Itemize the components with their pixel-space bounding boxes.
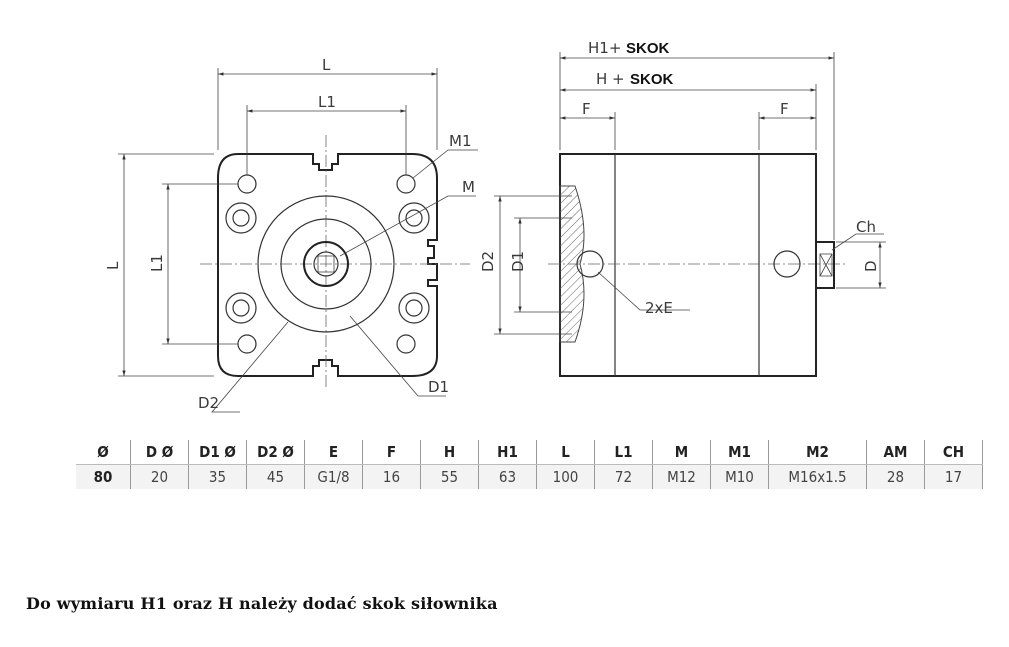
label-F-left: F xyxy=(582,100,591,118)
front-view: L L1 L L1 M1 M D2 D1 xyxy=(104,56,478,413)
table-cell: M12 xyxy=(652,464,711,489)
label-front-L1-top: L1 xyxy=(318,93,336,111)
label-front-L1-side: L1 xyxy=(148,254,166,272)
table-header: M2 xyxy=(768,440,867,465)
label-front-L-top: L xyxy=(322,56,331,74)
corner-hole-bl xyxy=(237,334,257,354)
label-D2: D2 xyxy=(198,394,219,412)
dimension-table: Ø D Ø D1 Ø D2 Ø E F H H1 L L1 M M1 M2 AM… xyxy=(76,440,983,489)
table-header: D2 Ø xyxy=(246,440,305,465)
table-row: 80 20 35 45 G1/8 16 55 63 100 72 M12 M10… xyxy=(76,464,983,489)
table-cell: 55 xyxy=(420,464,479,489)
table-cell: G1/8 xyxy=(304,464,363,489)
table-cell: 63 xyxy=(478,464,537,489)
label-H-skok: SKOK xyxy=(630,71,674,88)
front-body-outline xyxy=(217,153,438,377)
label-front-L-side: L xyxy=(104,261,122,270)
table-header: L1 xyxy=(594,440,653,465)
table-cell: 20 xyxy=(130,464,189,489)
table-header: D Ø xyxy=(130,440,189,465)
table-header-row: Ø D Ø D1 Ø D2 Ø E F H H1 L L1 M M1 M2 AM… xyxy=(76,440,983,465)
table-cell: 28 xyxy=(866,464,925,489)
table-header: CH xyxy=(924,440,983,465)
table-cell: 72 xyxy=(594,464,653,489)
label-H1: H1+ xyxy=(588,39,621,57)
label-side-D2: D2 xyxy=(479,251,497,272)
label-H1-skok: SKOK xyxy=(626,40,670,57)
side-view: H1+ SKOK H + SKOK F F D2 D1 2xE Ch xyxy=(479,39,886,377)
table-header: H xyxy=(420,440,479,465)
table-header: L xyxy=(536,440,595,465)
label-side-D1: D1 xyxy=(509,251,527,272)
table-header: M1 xyxy=(710,440,769,465)
label-M1: M1 xyxy=(449,132,472,150)
stroke-note: Do wymiaru H1 oraz H należy dodać skok s… xyxy=(26,594,498,613)
table-cell: 17 xyxy=(924,464,983,489)
table-cell: M10 xyxy=(710,464,769,489)
table-cell: 80 xyxy=(76,464,131,489)
corner-hole-br xyxy=(396,334,416,354)
corner-hole-tl xyxy=(237,174,257,194)
label-Ch: Ch xyxy=(856,218,876,236)
table-header: Ø xyxy=(76,440,131,465)
label-M: M xyxy=(462,178,475,196)
technical-drawing: L L1 L L1 M1 M D2 D1 xyxy=(104,39,886,413)
label-F-right: F xyxy=(780,100,789,118)
table-header: H1 xyxy=(478,440,537,465)
label-E: 2xE xyxy=(645,299,673,317)
table-cell: 35 xyxy=(188,464,247,489)
table-cell: M16x1.5 xyxy=(768,464,867,489)
corner-hole-tr xyxy=(396,174,416,194)
table-header: F xyxy=(362,440,421,465)
table-header: M xyxy=(652,440,711,465)
table-cell: 100 xyxy=(536,464,595,489)
label-D: D xyxy=(862,260,880,272)
table-header: D1 Ø xyxy=(188,440,247,465)
table-header: AM xyxy=(866,440,925,465)
table-cell: 16 xyxy=(362,464,421,489)
label-D1: D1 xyxy=(428,378,449,396)
label-H: H + xyxy=(596,70,625,88)
table-header: E xyxy=(304,440,363,465)
table-cell: 45 xyxy=(246,464,305,489)
